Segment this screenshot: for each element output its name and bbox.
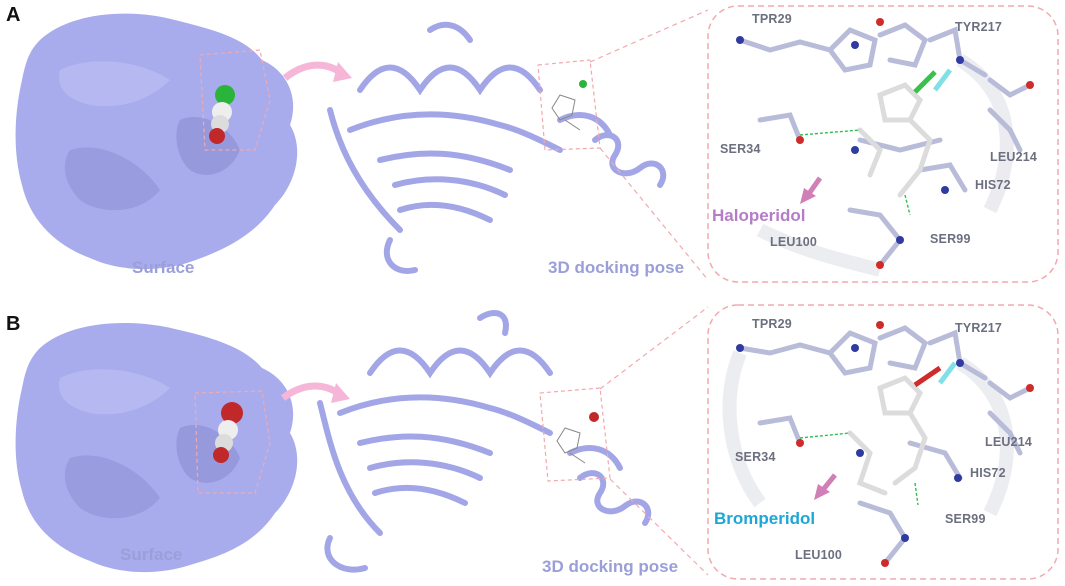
- protein-surface: [15, 323, 298, 573]
- ligand-name: Bromperidol: [714, 509, 816, 528]
- residue-label-ser34: SER34: [720, 142, 761, 156]
- residue-label-his72: HIS72: [975, 178, 1011, 192]
- panel-letter: B: [6, 313, 21, 335]
- ligand-sticks: [857, 82, 933, 198]
- docking-pose-label: 3D docking pose: [548, 258, 685, 277]
- residue-label-ser34: SER34: [735, 450, 776, 464]
- residue-label-leu100: LEU100: [795, 548, 843, 562]
- residue-label-his72: HIS72: [970, 466, 1006, 480]
- ligand-atom: [215, 85, 235, 105]
- surface-label: Surface: [120, 545, 183, 564]
- ligand-atom: [221, 402, 243, 424]
- residue-label-tpr29: TPR29: [752, 12, 792, 26]
- residue-label-tyr217: TYR217: [955, 321, 1003, 335]
- docking-pose-label: 3D docking pose: [542, 557, 679, 576]
- residue-label-leu100: LEU100: [770, 235, 818, 249]
- protein-surface: [15, 13, 298, 270]
- residue-label-leu214: LEU214: [985, 435, 1033, 449]
- residue-label-tyr217: TYR217: [955, 20, 1003, 34]
- ligand-sticks: [847, 375, 928, 496]
- residue-label-leu214: LEU214: [990, 150, 1038, 164]
- residue-sticks: [737, 22, 1033, 268]
- ligand-name: Haloperidol: [712, 206, 806, 225]
- zoom-box: [707, 304, 1059, 580]
- curved-arrow: [282, 61, 342, 81]
- panel-b: B: [0, 293, 1065, 586]
- ribbon-protein: [327, 21, 667, 274]
- ribbon-protein: [317, 310, 652, 573]
- panel-graphics: [15, 304, 1059, 580]
- curved-arrow: [280, 382, 340, 401]
- panel-letter: A: [6, 4, 21, 26]
- residue-label-ser99: SER99: [945, 512, 986, 526]
- panel-graphics: [15, 5, 1059, 283]
- residue-label-ser99: SER99: [930, 232, 971, 246]
- panel-a: A: [6, 4, 1059, 283]
- residue-label-tpr29: TPR29: [752, 317, 792, 331]
- surface-label: Surface: [132, 258, 195, 277]
